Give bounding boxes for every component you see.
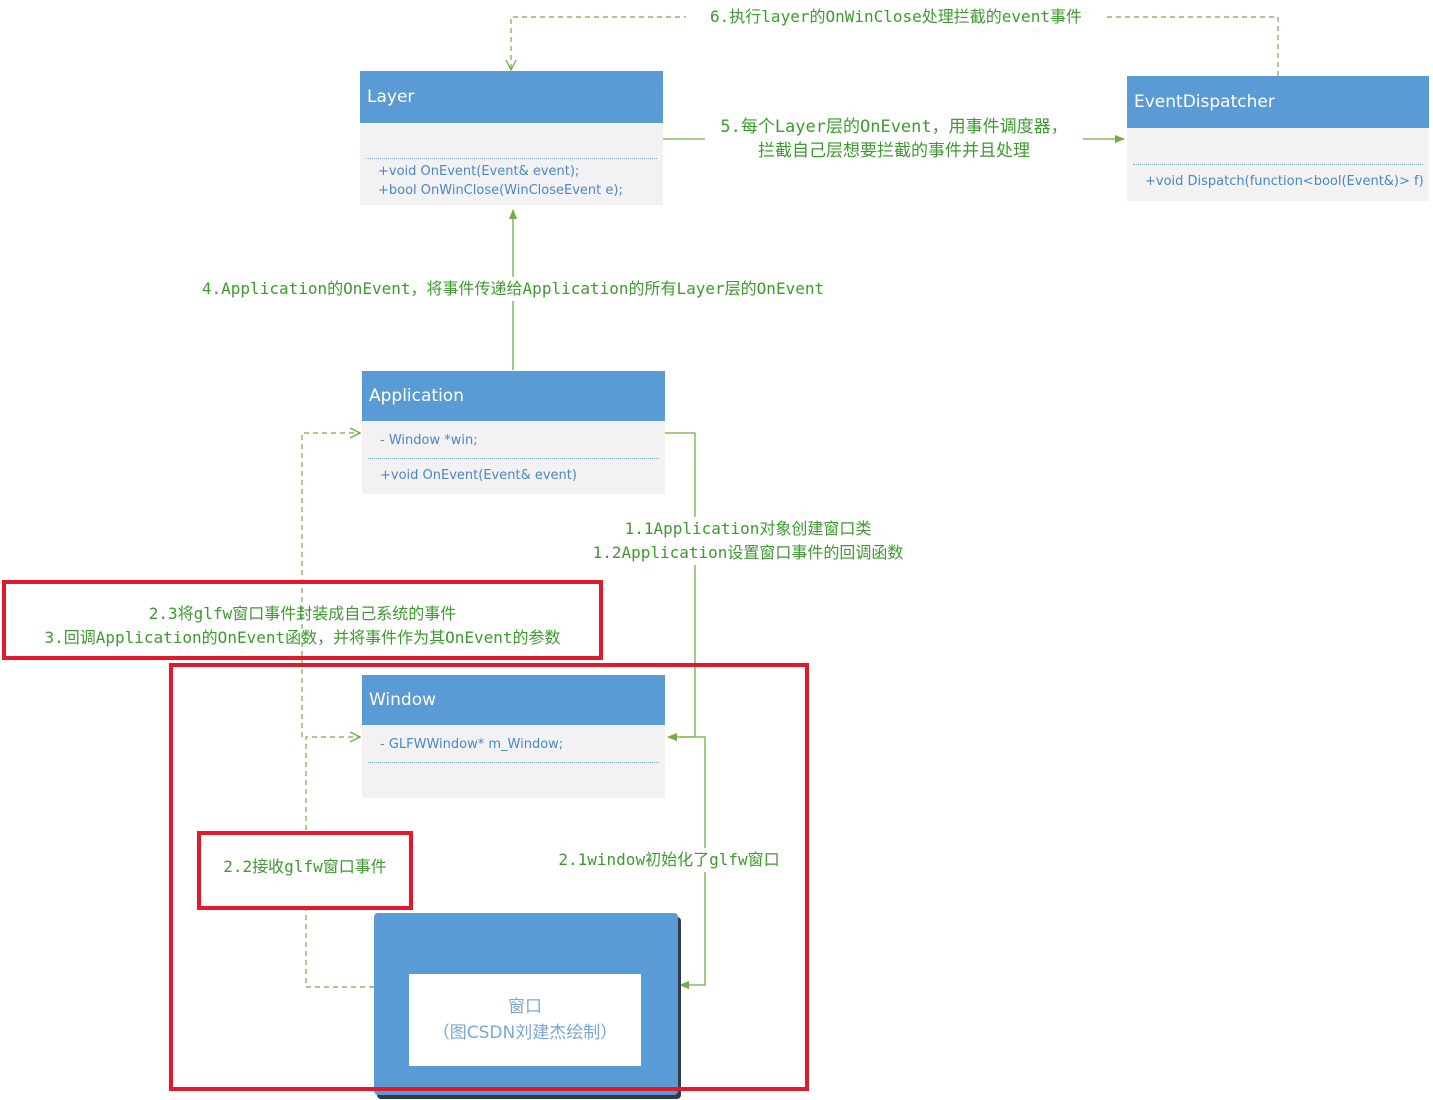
class-application-field: - Window *win; [380, 433, 478, 448]
class-application-separator [368, 458, 659, 459]
label-step22: 2.2接收glfw窗口事件 [223, 857, 387, 876]
native-window-title: 窗口 [508, 997, 542, 1017]
class-dispatcher-separator [1133, 164, 1423, 165]
native-window: 窗口 （图CSDN刘建杰绘制） [374, 913, 678, 1095]
class-layer-method: +bool OnWinClose(WinCloseEvent e); [378, 183, 623, 198]
label-step23: 2.3将glfw窗口事件封装成自己系统的事件 [148, 604, 457, 623]
class-application-body [362, 421, 665, 494]
class-dispatcher-method: +void Dispatch(function<bool(Event&)> f) [1145, 174, 1424, 189]
connector-step3 [301, 433, 360, 737]
highlight-step23-box [2, 580, 603, 660]
label-step3: 3.回调Application的OnEvent函数，并将事件作为其OnEvent… [44, 628, 561, 647]
highlight-step22-box [197, 831, 413, 910]
class-application-method: +void OnEvent(Event& event) [380, 468, 577, 483]
class-dispatcher-title: EventDispatcher [1127, 76, 1429, 128]
class-layer-body [360, 123, 663, 205]
class-window-separator [368, 762, 659, 763]
label-step1-line2: 1.2Application设置窗口事件的回调函数 [560, 541, 936, 565]
native-window-credit: （图CSDN刘建杰绘制） [432, 1023, 618, 1043]
label-step1-line1: 1.1Application对象创建窗口类 [560, 517, 936, 541]
label-step21: 2.1window初始化了glfw窗口 [543, 848, 795, 872]
label-step5-line1: 5.每个Layer层的OnEvent，用事件调度器， [705, 115, 1083, 139]
class-layer-separator [366, 158, 657, 159]
class-layer-method: +void OnEvent(Event& event); [378, 164, 580, 179]
label-step5-line2: 拦截自己层想要拦截的事件并且处理 [705, 139, 1083, 163]
class-window-body [362, 725, 665, 798]
highlight-window-region [169, 663, 809, 1091]
class-layer-title: Layer [360, 71, 663, 123]
native-window-caption: 窗口 （图CSDN刘建杰绘制） [409, 974, 641, 1066]
class-window-title: Window [362, 675, 665, 725]
class-application-title: Application [362, 371, 665, 421]
label-step4: 4.Application的OnEvent，将事件传递给Application的… [170, 277, 856, 301]
class-window-field: - GLFWWindow* m_Window; [380, 737, 564, 752]
label-step6: 6.执行layer的OnWinClose处理拦截的event事件 [686, 5, 1106, 29]
